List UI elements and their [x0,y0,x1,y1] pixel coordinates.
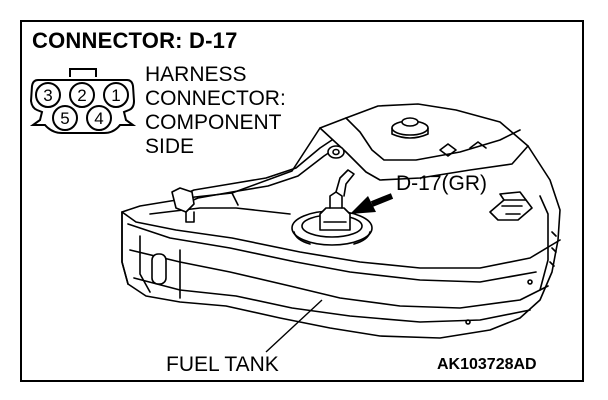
connector-description-line: CONNECTOR: [145,87,286,110]
pin-1-label: 1 [111,86,120,105]
connector-description: HARNESS CONNECTOR: COMPONENT SIDE [145,63,286,159]
fuel-tank-illustration [121,103,561,339]
figure-code: AK103728AD [437,356,537,373]
pin-2-label: 2 [77,86,86,105]
fuel-tank-label: FUEL TANK [166,353,279,376]
connector-description-line: HARNESS [145,63,247,86]
pin-5-label: 5 [60,109,69,128]
connector-description-line: SIDE [145,135,195,158]
pin-3-label: 3 [43,86,52,105]
connector-description-line: COMPONENT [145,111,282,134]
connector-callout-arrow [350,193,394,214]
pin-2-outline [69,82,95,108]
pin-4-outline [86,105,112,131]
pin-5-outline [52,105,78,131]
pin-1-outline [103,82,129,108]
connector-callout-label: D-17(GR) [396,172,488,195]
pin-4-label: 4 [94,109,103,128]
page-title: CONNECTOR: D-17 [32,28,238,53]
fuel-tank-leader-line [265,299,323,353]
pin-3-outline [35,82,61,108]
connector-face-icon [29,68,137,134]
